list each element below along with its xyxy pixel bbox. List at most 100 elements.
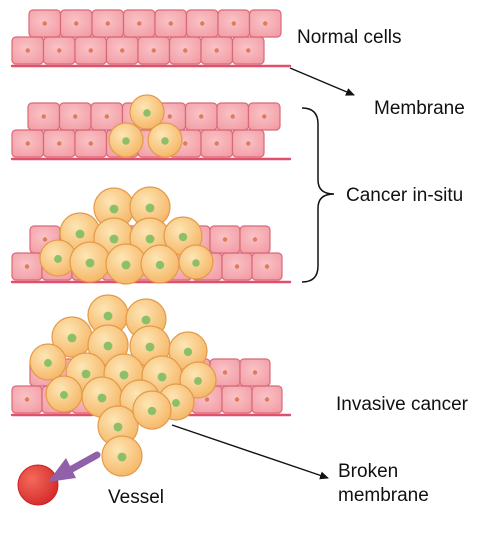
normal-cell-nucleus [183,141,188,146]
normal-cell [74,129,108,158]
normal-cell [42,129,76,158]
cancer-cell [29,343,67,381]
normal-cell-nucleus [41,114,46,119]
cancer-cell-nucleus [141,315,151,325]
in-situ-brace [301,107,335,283]
normal-cell-nucleus [231,21,236,26]
cancer-cell-nucleus [192,259,200,267]
normal-cell-nucleus [246,48,251,53]
normal-cell [221,252,253,281]
normal-cell-nucleus [200,21,205,26]
normal-cell [11,129,45,158]
cancer-cell-nucleus [145,234,155,244]
cancer-cell [132,390,172,430]
normal-cell-nucleus [204,397,210,402]
cancer-cell [51,316,93,358]
normal-cell [42,36,76,65]
normal-cell-nucleus [234,264,240,269]
cancer-cell [129,94,165,130]
cancer-cell-nucleus [119,370,129,380]
normal-cell [231,36,265,65]
normal-cell [154,9,188,38]
normal-cell-nucleus [74,21,79,26]
cancer-cell-nucleus [121,260,131,270]
cancer-cell-nucleus [178,232,188,242]
normal-cell-nucleus [264,397,270,402]
normal-cell-nucleus [222,370,228,375]
cancer-cell-nucleus [155,260,165,270]
normal-cell [58,102,92,131]
normal-cell-nucleus [57,48,62,53]
cancer-cell [93,187,135,229]
cancer-cell-nucleus [54,255,62,263]
cancer-cell-nucleus [44,359,52,367]
normal-cell [251,385,283,414]
broken-membrane-label-line1: Broken [338,461,399,482]
cancer-cell-nucleus [194,377,202,385]
normal-cell [59,9,93,38]
normal-cell [105,36,139,65]
cancer-cell-nucleus [97,393,107,403]
normal-cell [217,9,251,38]
normal-cell-nucleus [214,48,219,53]
normal-cell-nucleus [57,141,62,146]
normal-cell-nucleus [183,48,188,53]
vessel-label: Vessel [108,487,164,508]
normal-cell [91,9,125,38]
normal-cell-nucleus [252,370,258,375]
invasion-arrow-head [48,458,76,482]
normal-cell-nucleus [25,141,30,146]
normal-cell [200,36,234,65]
cancer-cell [108,122,144,158]
vessel-icon [17,464,59,506]
cancer-cell-nucleus [145,342,155,352]
normal-cell-nucleus [42,237,48,242]
invasion-arrow-shaft [66,451,101,474]
broken-membrane-pointer-arrow [171,424,329,480]
cancer-cell-nucleus [103,311,113,321]
normal-cell-nucleus [151,48,156,53]
cancer-cell-nucleus [147,406,157,416]
normal-cell-nucleus [252,237,258,242]
cancer-cell [140,244,180,284]
broken-membrane-label-line2: membrane [338,485,429,506]
normal-cell-nucleus [120,48,125,53]
membrane-pointer-arrow [289,67,355,96]
normal-cell [74,36,108,65]
normal-cell [27,102,61,131]
normal-cell [216,102,250,131]
normal-cell [11,385,43,414]
normal-cell-nucleus [199,114,204,119]
cancer-cell [178,244,214,280]
cancer-in-situ-label: Cancer in-situ [346,185,464,206]
normal-cell-nucleus [214,141,219,146]
normal-cell-nucleus [24,397,30,402]
normal-cell [221,385,253,414]
normal-cell [239,225,271,254]
cancer-cell-nucleus [143,109,151,117]
normal-cell-nucleus [42,21,47,26]
cancer-cell-nucleus [161,137,169,145]
normal-cell-nucleus [88,48,93,53]
normal-cell-nucleus [246,141,251,146]
cancer-cell [69,241,111,283]
cancer-cell-nucleus [85,258,95,268]
normal-cell-nucleus [104,114,109,119]
normal-cell [11,252,43,281]
cancer-cell-nucleus [67,333,77,343]
cancer-cell [147,122,183,158]
cancer-cell-nucleus [103,341,113,351]
normal-cell [209,225,241,254]
normal-cell [231,129,265,158]
normal-cell [28,9,62,38]
cancer-cell-nucleus [117,452,127,462]
normal-cell [11,36,45,65]
normal-cell [200,129,234,158]
normal-cell [137,36,171,65]
cancer-cell-nucleus [172,399,180,407]
cancer-cell-nucleus [183,347,193,357]
normal-cell-nucleus [167,114,172,119]
normal-cell [168,36,202,65]
cancer-cell-nucleus [122,137,130,145]
